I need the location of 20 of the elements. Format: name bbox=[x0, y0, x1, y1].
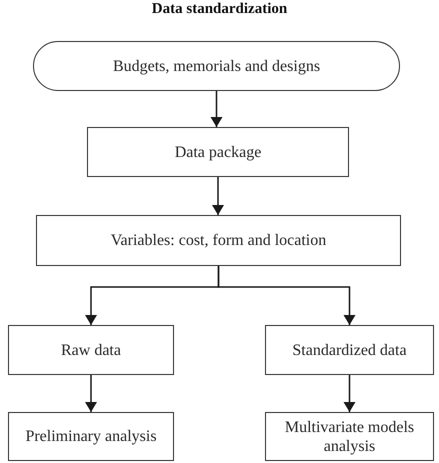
box-label: Budgets, memorials and designs bbox=[112, 56, 320, 76]
terminal-box bbox=[33, 41, 400, 91]
arrow bbox=[218, 266, 356, 325]
arrow bbox=[85, 375, 97, 412]
box-label: Variables: cost, form and location bbox=[110, 231, 326, 250]
diagram-title: Data standardization bbox=[150, 0, 288, 18]
box-label: Multivariate models analysis bbox=[284, 418, 416, 456]
process-box bbox=[36, 215, 401, 266]
box-label: Standardized data bbox=[292, 340, 407, 360]
process-box bbox=[265, 412, 434, 461]
arrow bbox=[344, 375, 356, 412]
box-label: Data package bbox=[174, 142, 262, 162]
arrow bbox=[212, 177, 224, 215]
box-label: Preliminary analysis bbox=[25, 427, 157, 446]
process-box bbox=[265, 325, 434, 375]
process-box bbox=[8, 412, 174, 461]
process-box bbox=[87, 127, 349, 177]
process-box bbox=[8, 325, 174, 375]
box-label: Raw data bbox=[61, 340, 121, 360]
arrow bbox=[210, 91, 222, 127]
